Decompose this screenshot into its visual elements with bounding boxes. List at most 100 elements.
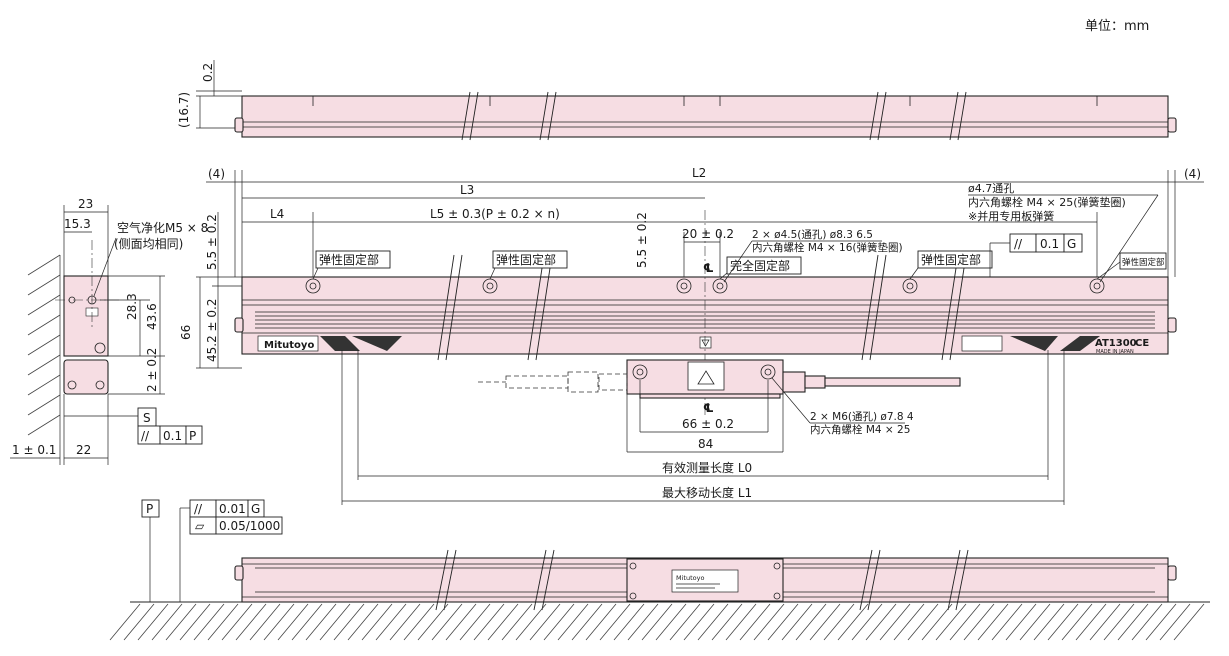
ground-hatch-line xyxy=(1117,603,1149,641)
dim-16-7: (16.7) xyxy=(177,92,191,128)
ground-hatch-line xyxy=(767,603,799,641)
ground-hatch-line xyxy=(1075,603,1107,641)
dim-66: 66 xyxy=(179,325,193,340)
ground-hatch-line xyxy=(949,603,981,641)
tol2-value: 0.05/1000 xyxy=(219,519,280,533)
ground-hatch-line xyxy=(165,603,197,641)
side-tol-symbol: // xyxy=(141,429,150,443)
ce-mark: CE xyxy=(1135,338,1149,349)
ground-hatch-line xyxy=(795,603,827,641)
ground-hatch-line xyxy=(613,603,645,641)
dim-4-right: (4) xyxy=(1184,167,1201,181)
side-tol-value: 0.1 xyxy=(163,429,182,443)
ground-hatch-line xyxy=(333,603,365,641)
ground-hatch-line xyxy=(669,603,701,641)
ground-hatch-line xyxy=(347,603,379,641)
ground-hatch-line xyxy=(697,603,729,641)
model-label: AT1300 xyxy=(1095,338,1137,349)
tol-parallel-symbol: // xyxy=(1014,237,1023,251)
tol2-symbol: ▱ xyxy=(195,519,205,533)
ground-hatch-line xyxy=(1047,603,1079,641)
dim-45-2: 45.2 ± 0.2 xyxy=(205,299,219,363)
center-mark-upper: ℄ xyxy=(703,261,714,275)
ground-hatch-line xyxy=(221,603,253,641)
ground-hatch-line xyxy=(963,603,995,641)
dim-22: 22 xyxy=(76,443,91,457)
top-view: 0.2 (16.7) xyxy=(177,60,1177,141)
dim-1: 1 ± 0.1 xyxy=(12,443,56,457)
dim-15-3: 15.3 xyxy=(64,217,91,231)
ground-hatch-line xyxy=(711,603,743,641)
ground-hatch-line xyxy=(809,603,841,641)
dim-43-6: 43.6 xyxy=(145,303,159,330)
ground-hatch-line xyxy=(123,603,155,641)
ground-hatch-line xyxy=(1019,603,1051,641)
ground-hatch-line xyxy=(403,603,435,641)
mid-hole-note-2: 内六角螺栓 M4 × 16(弹簧垫圈) xyxy=(752,241,903,254)
tol1-symbol: // xyxy=(194,502,203,516)
datum-S: S xyxy=(143,411,151,425)
callout-elastic-4: 弹性固定部 xyxy=(1122,257,1165,268)
air-purge-note: 空气净化M5 × 8 xyxy=(117,220,208,235)
ground-hatch-line xyxy=(1033,603,1065,641)
bottom-view: P // 0.01 G ▱ 0.05/1000 Mitutoyo xyxy=(109,499,1210,641)
ground-hatch-line xyxy=(641,603,673,641)
ground-hatch-line xyxy=(753,603,785,641)
ground-hatch-line xyxy=(1005,603,1037,641)
unit-label: 单位：mm xyxy=(1085,19,1149,34)
ground-hatch-line xyxy=(319,603,351,641)
ground-hatch-line xyxy=(977,603,1009,641)
ground-hatch-line xyxy=(935,603,967,641)
ground-hatch-line xyxy=(207,603,239,641)
hole-note-1: ø4.7通孔 xyxy=(968,182,1014,195)
dim-5-5-left: 5.5 ± 0.2 xyxy=(205,214,219,270)
ground-hatch-line xyxy=(599,603,631,641)
callout-elastic-3: 弹性固定部 xyxy=(921,252,981,267)
ground-hatch-line xyxy=(1061,603,1093,641)
ground-hatch-line xyxy=(655,603,687,641)
ground-hatch-line xyxy=(837,603,869,641)
ground-hatch-line xyxy=(487,603,519,641)
ground-hatch-line xyxy=(991,603,1023,641)
ground-hatch-line xyxy=(151,603,183,641)
ground-hatch-line xyxy=(529,603,561,641)
ground-hatch-line xyxy=(879,603,911,641)
dim-23: 23 xyxy=(78,197,93,211)
ground-hatch-line xyxy=(277,603,309,641)
ground-hatch-line xyxy=(389,603,421,641)
ground-hatch-line xyxy=(739,603,771,641)
ground-hatch-line xyxy=(431,603,463,641)
datum-P: P xyxy=(146,502,153,516)
ground-hatch-line xyxy=(683,603,715,641)
ground-hatch-line xyxy=(263,603,295,641)
dim-20: 20 ± 0.2 xyxy=(682,227,734,241)
side-tol-ref: P xyxy=(189,429,196,443)
ground-hatch-line xyxy=(543,603,575,641)
ground-hatch-line xyxy=(1103,603,1135,641)
ground-hatch-line xyxy=(109,603,141,641)
ground-hatch-line xyxy=(249,603,281,641)
ground-hatch-line xyxy=(851,603,883,641)
ground-hatch-line xyxy=(627,603,659,641)
brand-label: Mitutoyo xyxy=(264,340,314,351)
dim-2: 2 ± 0.2 xyxy=(145,348,159,392)
ground-hatch-line xyxy=(1145,603,1177,641)
callout-elastic-2: 弹性固定部 xyxy=(496,252,556,267)
ground-hatch-line xyxy=(459,603,491,641)
tol-parallel-value: 0.1 xyxy=(1040,237,1059,251)
ground-hatch-line xyxy=(1131,603,1163,641)
main-view: (4) L2 (4) L3 L4 L5 ± 0.3(P ± 0.2 × n) 2… xyxy=(179,166,1204,505)
ground-hatch-line xyxy=(571,603,603,641)
bottom-label: Mitutoyo xyxy=(676,574,704,582)
ground-hatch-line xyxy=(585,603,617,641)
dim-L0: 有效测量长度 L0 xyxy=(662,460,752,475)
dim-0-2: 0.2 xyxy=(201,63,215,82)
head-hole-note-2: 内六角螺栓 M4 × 25 xyxy=(810,423,910,436)
hole-note-3: ※并用专用板弹簧 xyxy=(968,209,1054,223)
mid-hole-note-1: 2 × ø4.5(通孔) ø8.3 6.5 xyxy=(752,228,873,241)
ground-hatch-line xyxy=(907,603,939,641)
ground-hatch-line xyxy=(375,603,407,641)
ground-hatch-line xyxy=(921,603,953,641)
dim-84: 84 xyxy=(698,437,713,451)
